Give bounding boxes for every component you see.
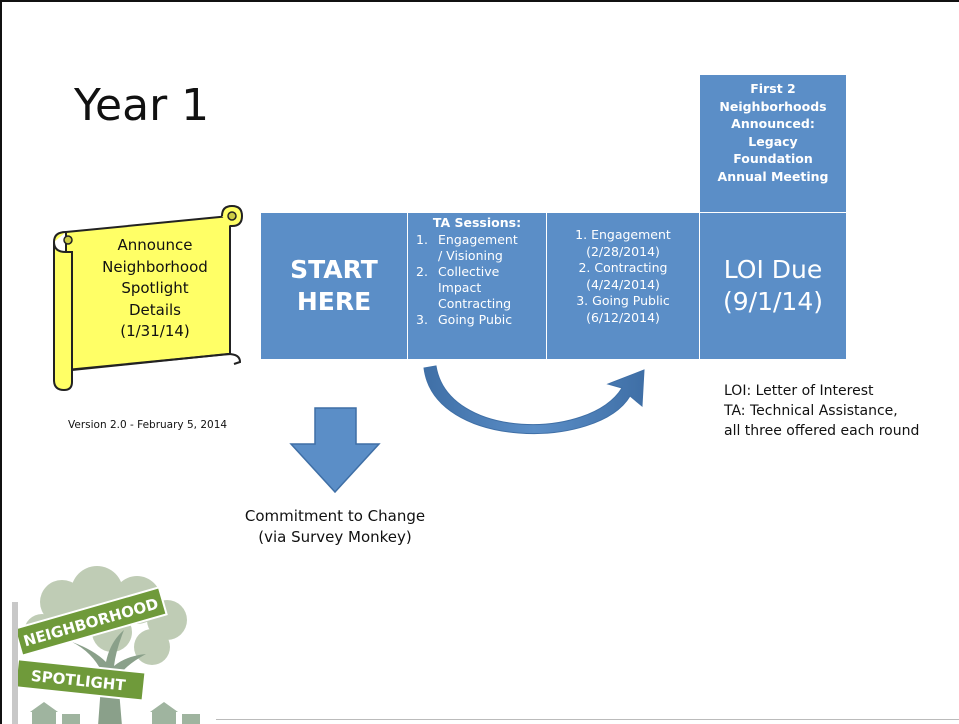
- ta-sessions-box: TA Sessions: 1. Engagement / Visioning 2…: [407, 212, 547, 360]
- loi-due-box: LOI Due (9/1/14): [699, 212, 847, 360]
- curved-arrow-icon: [423, 365, 645, 435]
- list-item: 3. Going Pubic: [408, 312, 546, 328]
- list-item-number: 3.: [416, 312, 428, 327]
- commitment-text: Commitment to Change (via Survey Monkey): [244, 507, 426, 546]
- list-item-number: 1.: [416, 232, 428, 247]
- ta-sessions-heading: TA Sessions:: [432, 215, 522, 230]
- list-item-number: 2.: [416, 264, 428, 279]
- page-title: Year 1: [74, 80, 210, 131]
- footer-divider: [216, 719, 959, 720]
- list-item-text: Engagement / Visioning: [438, 232, 518, 263]
- session-dates-box: 1. Engagement (2/28/2014) 2. Contracting…: [546, 212, 700, 360]
- version-label: Version 2.0 - February 5, 2014: [68, 419, 228, 431]
- first-neighborhoods-box: First 2 Neighborhoods Announced: Legacy …: [699, 74, 847, 213]
- list-item: 1. Engagement / Visioning: [408, 232, 546, 264]
- neighborhood-spotlight-logo: NEIGHBORHOOD SPOTLIGHT: [12, 566, 200, 724]
- list-item-text: Collective Impact Contracting: [438, 264, 512, 311]
- ta-sessions-list: 1. Engagement / Visioning 2. Collective …: [408, 232, 546, 328]
- legend-text: LOI: Letter of Interest TA: Technical As…: [724, 383, 920, 439]
- list-item: 2. Collective Impact Contracting: [408, 264, 546, 312]
- start-here-box: START HERE: [260, 212, 408, 360]
- scroll-announcement-text: Announce Neighborhood Spotlight Details …: [102, 236, 208, 340]
- list-item-text: Going Pubic: [438, 312, 513, 327]
- down-arrow-icon: [289, 407, 381, 494]
